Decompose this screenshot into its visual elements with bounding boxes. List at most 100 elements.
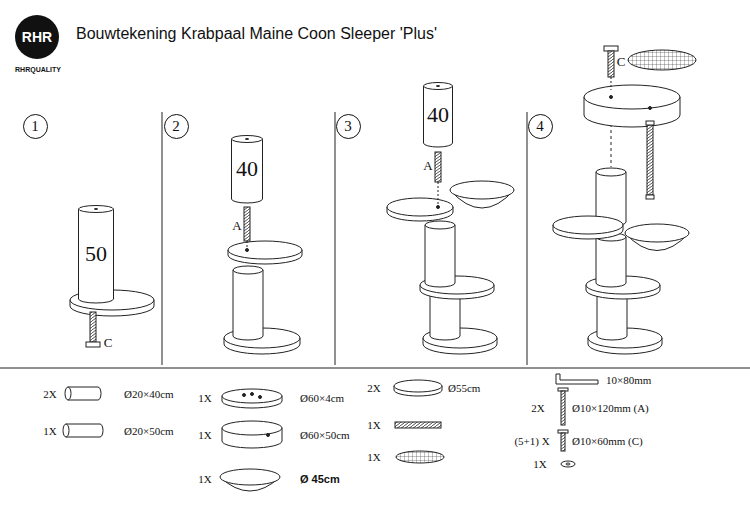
quantity: 1X xyxy=(367,451,380,463)
part-letter: C xyxy=(617,54,626,69)
dimension: Ø60×4cm xyxy=(300,392,344,404)
step-4-parts-shape xyxy=(610,96,613,99)
step-4-parts-shape xyxy=(628,50,696,70)
post-cylinder: 40 xyxy=(423,82,453,147)
brand-logo: RHR xyxy=(15,15,59,59)
label-holder: 1X xyxy=(198,473,211,485)
node-text: 2 xyxy=(172,118,180,135)
part-letter: A xyxy=(423,158,432,173)
dimension: Ø 45cm xyxy=(300,473,340,485)
step-4-parts-shape xyxy=(646,195,654,199)
quantity: 1X xyxy=(198,429,211,441)
step-number: 1 xyxy=(23,114,48,139)
label-holder: 2X xyxy=(531,402,544,414)
step-2-parts-shape xyxy=(233,270,263,340)
step-3-parts-shape xyxy=(435,152,441,182)
cylinder-side xyxy=(79,209,114,303)
parts-list-icons-shape xyxy=(396,451,444,463)
label-holder: Ø20×50cm xyxy=(124,425,174,437)
cylinder-side xyxy=(232,139,263,203)
step-number: 4 xyxy=(528,114,553,139)
parts-list-icons xyxy=(63,374,598,491)
parts-list-icons-shape xyxy=(394,380,442,392)
label-holder: Ø60×50cm xyxy=(300,429,350,441)
screw-hole xyxy=(94,208,98,210)
separator-lines-shape xyxy=(335,112,336,365)
label-holder: Ø60×4cm xyxy=(300,392,344,404)
step-3-parts-shape xyxy=(387,198,453,216)
step-3-parts-shape xyxy=(425,225,455,287)
post-cylinder: 40 xyxy=(231,135,263,203)
parts-list-icons-shape xyxy=(395,422,441,428)
label-holder: (5+1) X xyxy=(514,435,549,447)
label-holder: Ø55cm xyxy=(448,382,480,394)
label-holder: 1X xyxy=(367,451,380,463)
brand-name: RHRQUALITY xyxy=(15,66,61,73)
dimension: Ø20×40cm xyxy=(124,388,174,400)
label-holder: Ø10×60mm (C) xyxy=(572,435,643,447)
parts-list-icons-shape xyxy=(259,396,262,399)
cylinder-top xyxy=(79,206,114,213)
step-1-parts-shape xyxy=(90,312,96,342)
step-3-parts-shape xyxy=(425,221,455,229)
cylinder-top xyxy=(424,83,453,90)
quantity: 1X xyxy=(198,473,211,485)
parts-list-icons-shape xyxy=(561,461,575,467)
screw-hole xyxy=(245,138,249,140)
post-cylinder: 50 xyxy=(78,205,114,303)
step-4-parts-shape xyxy=(647,125,653,195)
quantity: 1X xyxy=(367,419,380,431)
label-holder: C xyxy=(104,335,113,351)
step-3-parts-shape xyxy=(450,181,514,199)
label-holder: A xyxy=(232,218,241,234)
parts-list-icons-shape xyxy=(65,387,71,400)
node-text: 40 xyxy=(427,102,449,128)
quantity: 1X xyxy=(198,392,211,404)
parts-list-icons-shape xyxy=(66,424,103,437)
step-4-parts xyxy=(553,46,696,354)
step-4-parts-shape xyxy=(604,46,618,51)
node-text: 40 xyxy=(236,156,258,182)
part-letter: A xyxy=(232,218,241,233)
sheet-title: Bouwtekening Krabpaal Maine Coon Sleeper… xyxy=(76,25,437,43)
label-holder: Ø 45cm xyxy=(300,473,340,485)
dimension: Ø20×50cm xyxy=(124,425,174,437)
parts-list-icons-shape xyxy=(220,469,280,485)
node-text: 3 xyxy=(344,118,352,135)
parts-list-icons-shape xyxy=(251,393,254,396)
step-4-parts-shape xyxy=(649,107,652,110)
dimension: Ø10×60mm (C) xyxy=(572,435,643,447)
step-3-parts-shape xyxy=(437,206,440,209)
separator-lines-shape xyxy=(527,112,528,365)
parts-list-icons-shape xyxy=(267,434,270,437)
label-holder: 1X xyxy=(198,392,211,404)
parts-list-icons-shape xyxy=(566,463,570,465)
parts-list-icons-shape xyxy=(561,391,565,425)
dimension: Ø55cm xyxy=(448,382,480,394)
label-holder: 1X xyxy=(43,425,56,437)
step-3-parts-shape xyxy=(438,182,439,205)
parts-list-icons-shape xyxy=(68,387,101,400)
dimension: Ø60×50cm xyxy=(300,429,350,441)
step-4-parts-shape xyxy=(596,237,626,287)
label-holder: 10×80mm xyxy=(606,374,651,386)
label-holder: 2X xyxy=(367,382,380,394)
label-holder: C xyxy=(617,54,626,70)
step-1-parts-shape xyxy=(86,342,100,347)
parts-list-icons-shape xyxy=(63,424,69,437)
label-holder: RHRQUALITY xyxy=(15,66,61,73)
step-3-parts xyxy=(387,152,514,354)
label-holder: A xyxy=(423,158,432,174)
quantity: 1X xyxy=(43,425,56,437)
separator-lines xyxy=(0,112,750,368)
step-number: 3 xyxy=(336,114,361,139)
step-4-parts-shape xyxy=(584,85,680,109)
step-2-parts-shape xyxy=(244,207,250,241)
step-3-parts-shape xyxy=(430,293,460,340)
step-2-parts-shape xyxy=(228,241,302,259)
separator-lines-shape xyxy=(162,112,163,365)
node-text: 1 xyxy=(31,118,39,135)
step-4-parts-shape xyxy=(611,77,612,90)
step-4-parts-shape xyxy=(646,121,654,125)
